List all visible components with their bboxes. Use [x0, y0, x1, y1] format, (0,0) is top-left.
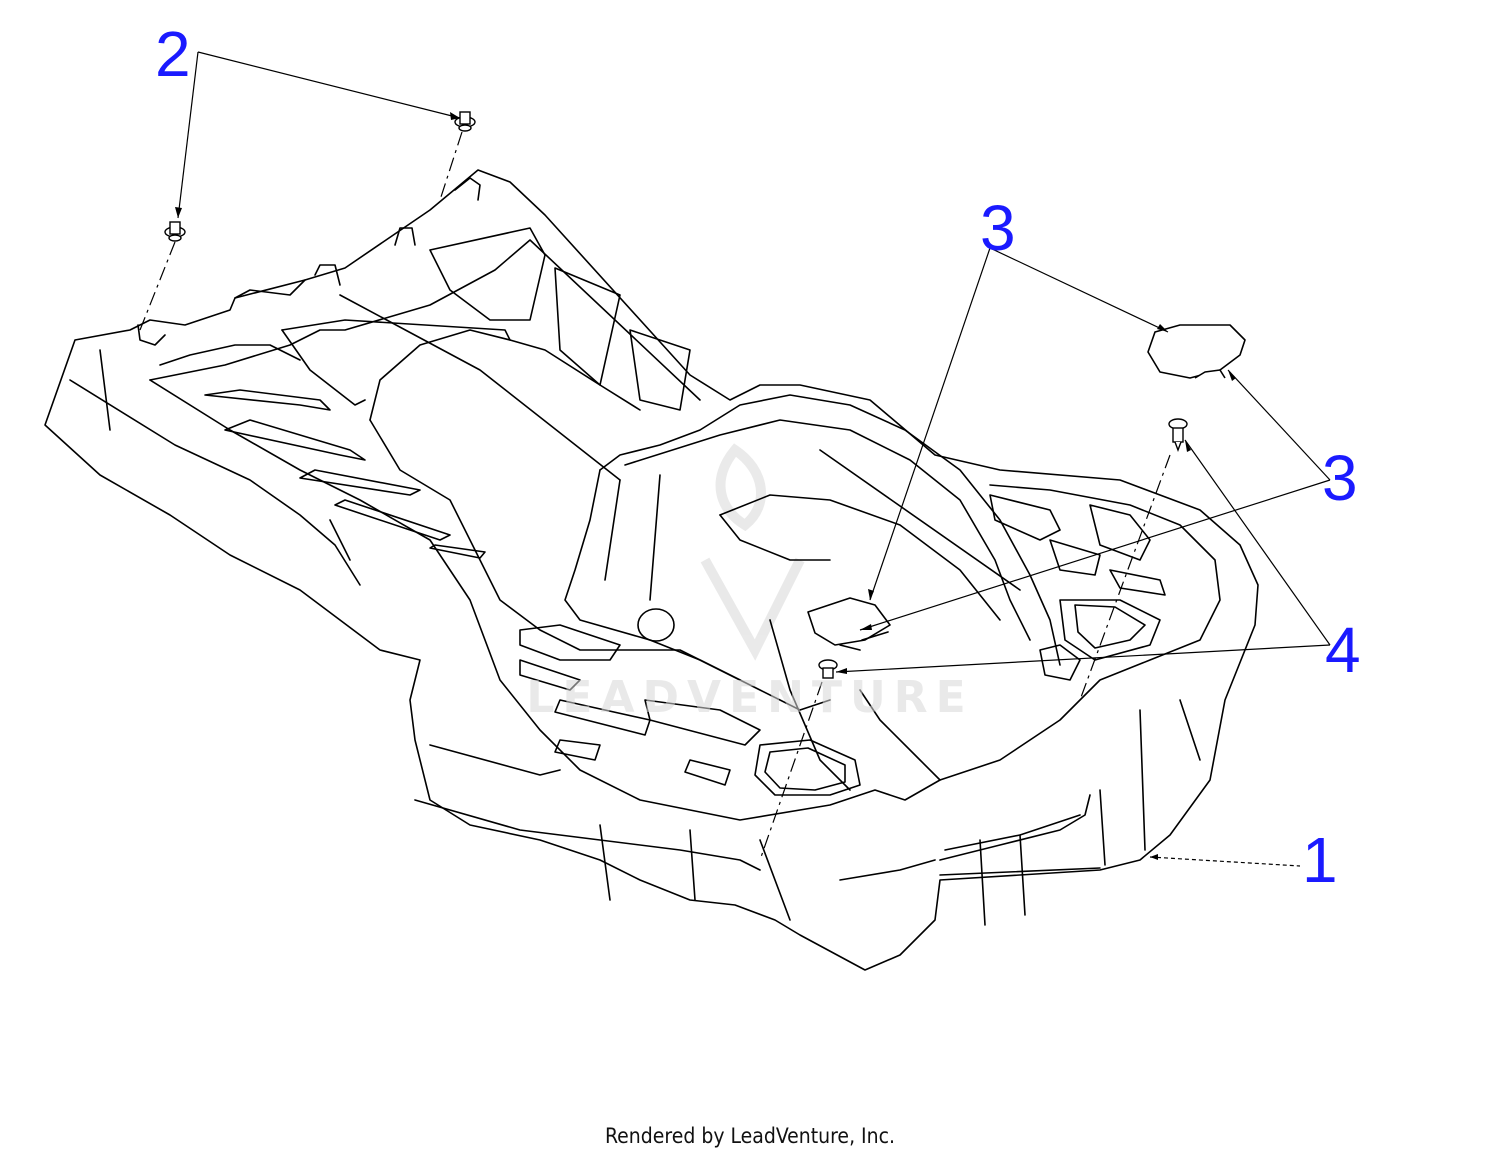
screw-part-4b [818, 659, 838, 679]
callout-1: 1 [1302, 824, 1338, 896]
watermark-text: LEADVENTURE [526, 672, 974, 723]
callout-4: 4 [1325, 614, 1361, 686]
assembly-lines [139, 131, 1171, 861]
callout-2: 2 [155, 18, 191, 90]
seat-pan-part [44, 169, 1259, 971]
leader-lines [177, 51, 1331, 673]
arrowheads [175, 112, 1236, 860]
dashed-leader [1149, 856, 1301, 867]
screw-part-4 [1168, 418, 1188, 452]
callout-3-top: 3 [980, 192, 1016, 264]
callout-3-right: 3 [1322, 442, 1358, 514]
footer-credit: Rendered by LeadVenture, Inc. [605, 1124, 895, 1148]
watermark-logo-icon [700, 443, 805, 661]
cap-part [1147, 324, 1246, 379]
screw-part-2a [164, 221, 186, 242]
screw-part-2b [454, 111, 476, 132]
